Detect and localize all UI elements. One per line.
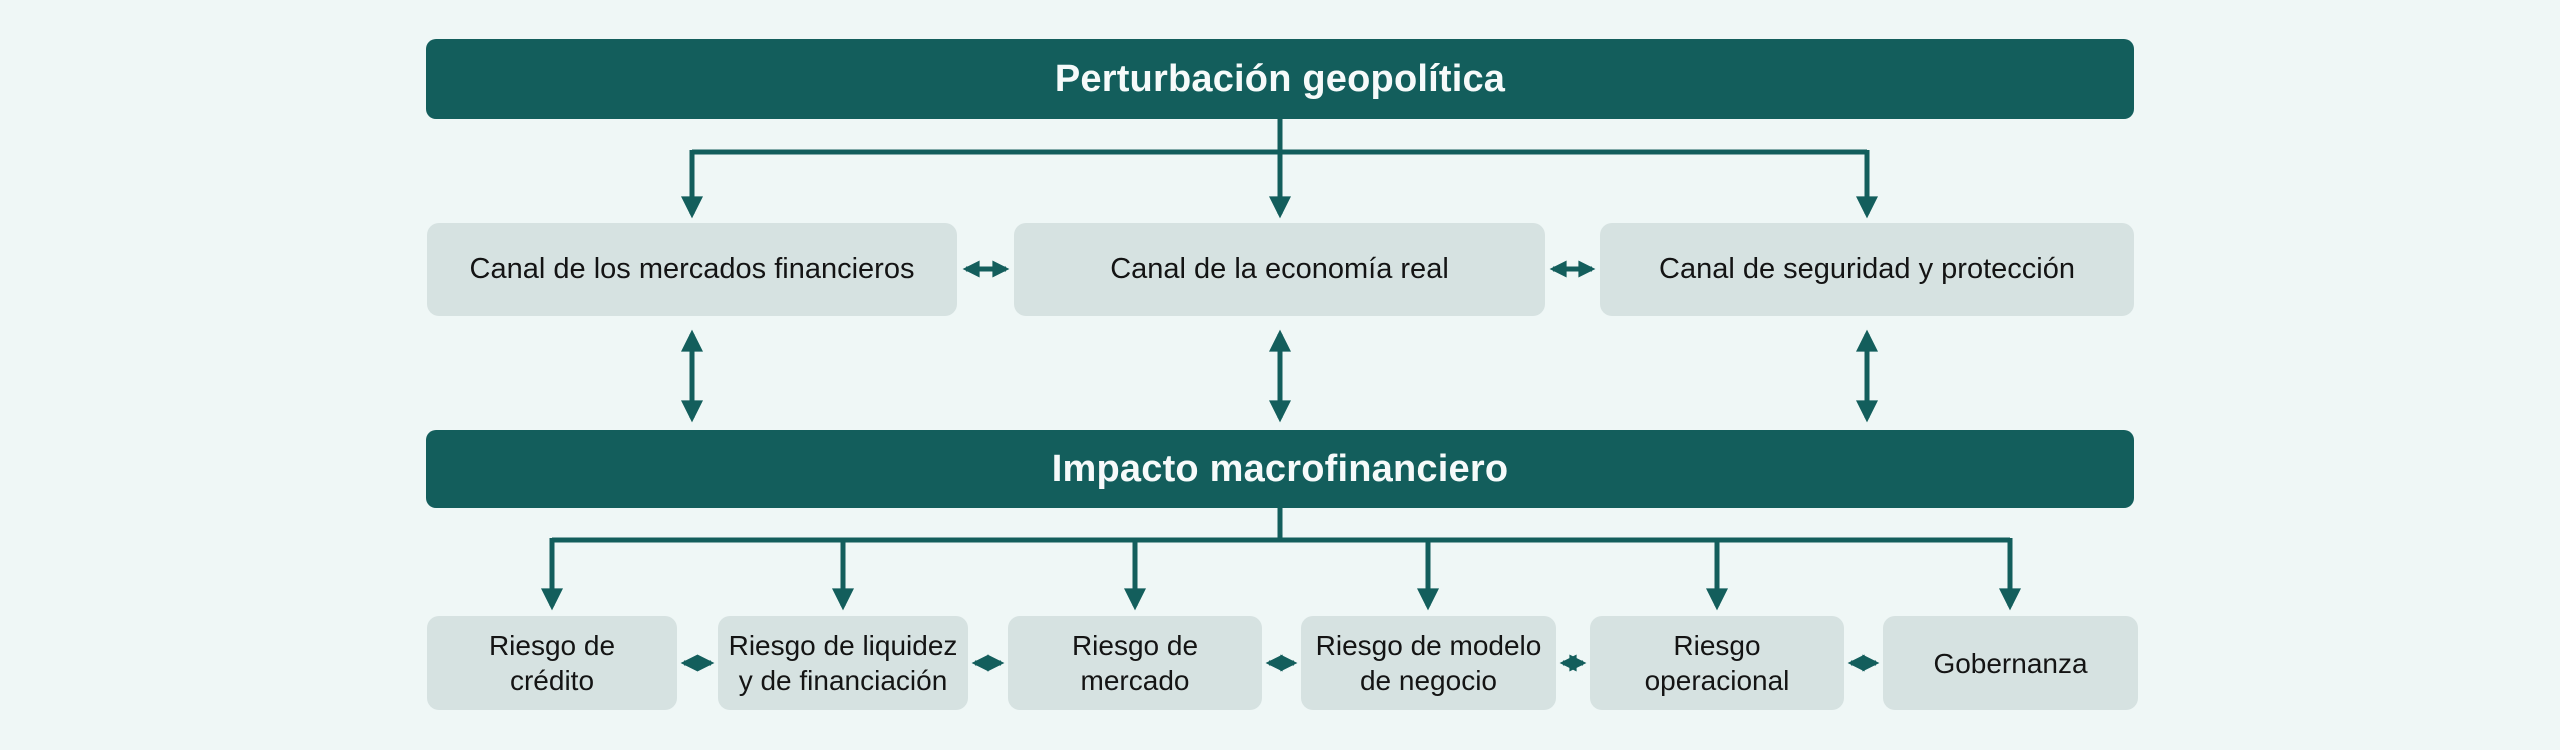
risk-label: Riesgo de liquidez y de financiación (728, 630, 958, 696)
impact-branch-connector (540, 508, 2022, 611)
risk-box-business-model: Riesgo de modelo de negocio (1301, 616, 1556, 710)
risk-label: Riesgo de modelo de negocio (1315, 630, 1542, 696)
risk-box-operational: Riesgo operacional (1590, 616, 1844, 710)
channel-label: Canal de los mercados financieros (469, 253, 915, 286)
top-branch-connector (680, 117, 1879, 219)
risk-label: Riesgo de crédito (488, 630, 616, 696)
geopolitical-disruption-label: Perturbación geopolítica (1054, 57, 1506, 100)
risk-label: Riesgo operacional (1644, 630, 1790, 696)
risk-box-governance: Gobernanza (1883, 616, 2138, 710)
risk-box-liquidity-funding: Riesgo de liquidez y de financiación (718, 616, 968, 710)
channel-label: Canal de la economía real (1110, 253, 1449, 286)
channel-box-safety-security: Canal de seguridad y protección (1600, 223, 2134, 316)
risk-label: Riesgo de mercado (1071, 630, 1199, 696)
risk-box-market: Riesgo de mercado (1008, 616, 1262, 710)
channel-label: Canal de seguridad y protección (1659, 253, 2075, 286)
macrofinancial-impact-label: Impacto macrofinanciero (1051, 447, 1509, 490)
channel-box-financial-markets: Canal de los mercados financieros (427, 223, 957, 316)
channel-impact-double-arrows (680, 329, 1879, 423)
risk-label: Gobernanza (1933, 647, 2088, 679)
channel-box-real-economy: Canal de la economía real (1014, 223, 1545, 316)
risk-box-credit: Riesgo de crédito (427, 616, 677, 710)
macrofinancial-impact-banner: Impacto macrofinanciero (426, 430, 2134, 508)
geopolitical-disruption-banner: Perturbación geopolítica (426, 39, 2134, 119)
